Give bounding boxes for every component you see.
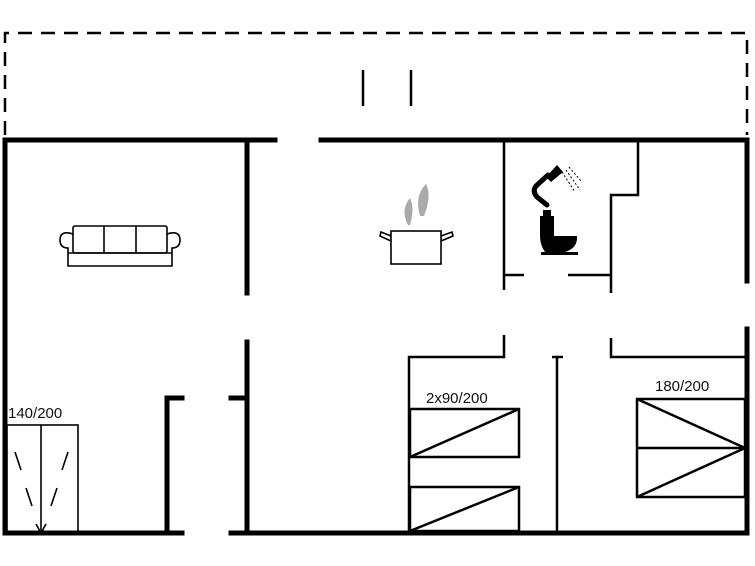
terrace [3, 31, 749, 135]
shower-icon [531, 165, 583, 208]
sofa-icon [59, 225, 181, 267]
bed-label-140-200: 140/200 [8, 405, 62, 422]
beds-2x90: 2x90/200 [408, 390, 521, 533]
toilet-icon [540, 210, 578, 255]
cooking-pot-icon [379, 184, 454, 265]
bed-180: 180/200 [635, 378, 747, 499]
exterior-walls [2, 137, 750, 536]
bed-label-180-200: 180/200 [655, 378, 709, 395]
wardrobe-bed-140: 140/200 [6, 405, 79, 535]
bed-label-2x90-200: 2x90/200 [426, 390, 488, 407]
interior-walls [164, 137, 747, 536]
